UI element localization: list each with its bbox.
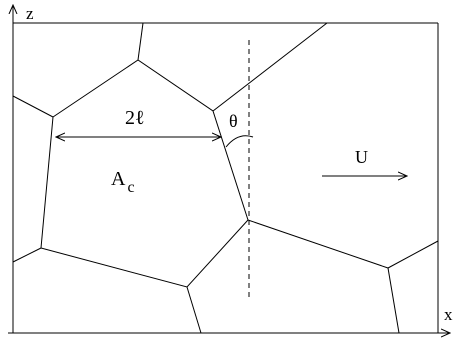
length-label: 2ℓ [125,107,145,129]
boundary-right-middle [247,219,389,269]
angle-arc [225,135,254,148]
boundary-top-right [212,22,328,112]
grain-center-cell [40,59,249,288]
boundary-bottom-left [186,286,202,334]
boundary-right-upper [387,240,439,269]
area-label-subscript: c [127,179,134,196]
angle-label: θ [229,111,238,131]
axes: z x [8,4,453,333]
z-axis-label: z [26,4,34,23]
velocity-label: U [355,147,368,167]
x-axis-label: x [444,305,453,324]
frame [13,22,439,333]
boundary-top-left [137,22,144,61]
boundary-left-upper [12,95,54,118]
boundary-left-lower [12,247,42,263]
grain-boundaries [12,22,439,334]
area-label-main: A [111,168,126,190]
boundary-right-lower [387,267,400,334]
